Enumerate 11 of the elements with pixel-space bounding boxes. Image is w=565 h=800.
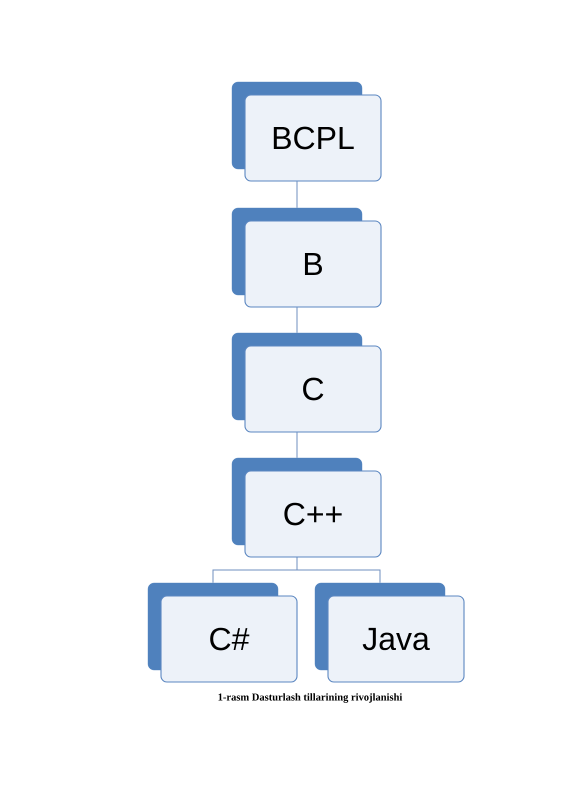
caption: 1-rasm Dasturlash tillarining rivojlanishi <box>218 693 402 703</box>
language-box: BCPL <box>232 82 382 182</box>
connector-line <box>296 557 380 584</box>
language-box: C# <box>148 582 298 683</box>
connector-line <box>296 307 298 334</box>
language-box: B <box>232 208 382 308</box>
connector-line <box>296 432 298 458</box>
language-box: C++ <box>232 458 382 558</box>
connector-line <box>296 181 298 208</box>
language-box: C <box>232 332 382 433</box>
language-box: Java <box>314 582 465 683</box>
